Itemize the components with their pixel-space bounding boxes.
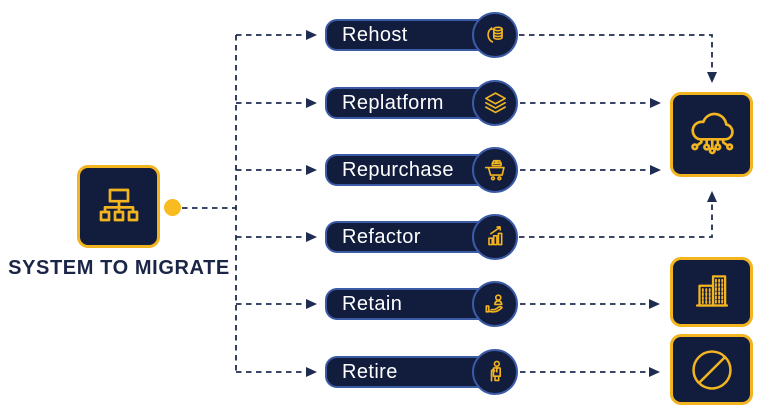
strategy-icon-circle bbox=[472, 12, 518, 58]
strategy-icon-circle bbox=[472, 349, 518, 395]
route-rehost-to-cloud bbox=[519, 34, 717, 83]
strategy-label: Rehost bbox=[342, 23, 408, 46]
strategy-label: Retain bbox=[342, 292, 403, 315]
shopping-cart-icon bbox=[484, 159, 505, 181]
cloud-computing-icon bbox=[690, 112, 734, 154]
connector-origin-dot bbox=[164, 199, 181, 216]
prohibition-icon bbox=[691, 349, 732, 390]
strategy-icon-circle bbox=[472, 80, 518, 126]
database-migration-icon bbox=[486, 25, 503, 43]
strategy-pill-refactor: Refactor bbox=[325, 214, 518, 260]
strategy-pill-retire: Retire bbox=[325, 349, 518, 395]
strategy-label: Retire bbox=[342, 360, 398, 383]
strategy-pill-replatform: Replatform bbox=[325, 80, 518, 126]
route-refactor-to-cloud bbox=[519, 191, 717, 238]
org-hierarchy-icon bbox=[99, 188, 138, 221]
strategy-icon-circle bbox=[472, 281, 518, 327]
strategy-icon-circle bbox=[472, 147, 518, 193]
hand-holding-person-icon bbox=[485, 293, 503, 313]
strategy-label: Replatform bbox=[342, 91, 444, 114]
retired-person-icon bbox=[490, 360, 501, 382]
strategy-pill-repurchase: Repurchase bbox=[325, 147, 518, 193]
system-to-migrate-label: SYSTEM TO MIGRATE bbox=[8, 257, 230, 279]
strategy-label: Repurchase bbox=[342, 158, 454, 181]
system-to-migrate-box bbox=[77, 165, 160, 248]
destination-building-box bbox=[670, 257, 753, 327]
layers-icon bbox=[484, 91, 506, 113]
destination-cloud-box bbox=[670, 92, 753, 177]
strategy-icon-circle bbox=[472, 214, 518, 260]
office-building-icon bbox=[695, 275, 728, 307]
strategy-label: Refactor bbox=[342, 225, 421, 248]
strategy-pill-retain: Retain bbox=[325, 281, 518, 327]
strategy-pill-rehost: Rehost bbox=[325, 12, 518, 58]
bar-chart-growth-icon bbox=[487, 225, 502, 245]
destination-prohibition-box bbox=[670, 334, 753, 405]
